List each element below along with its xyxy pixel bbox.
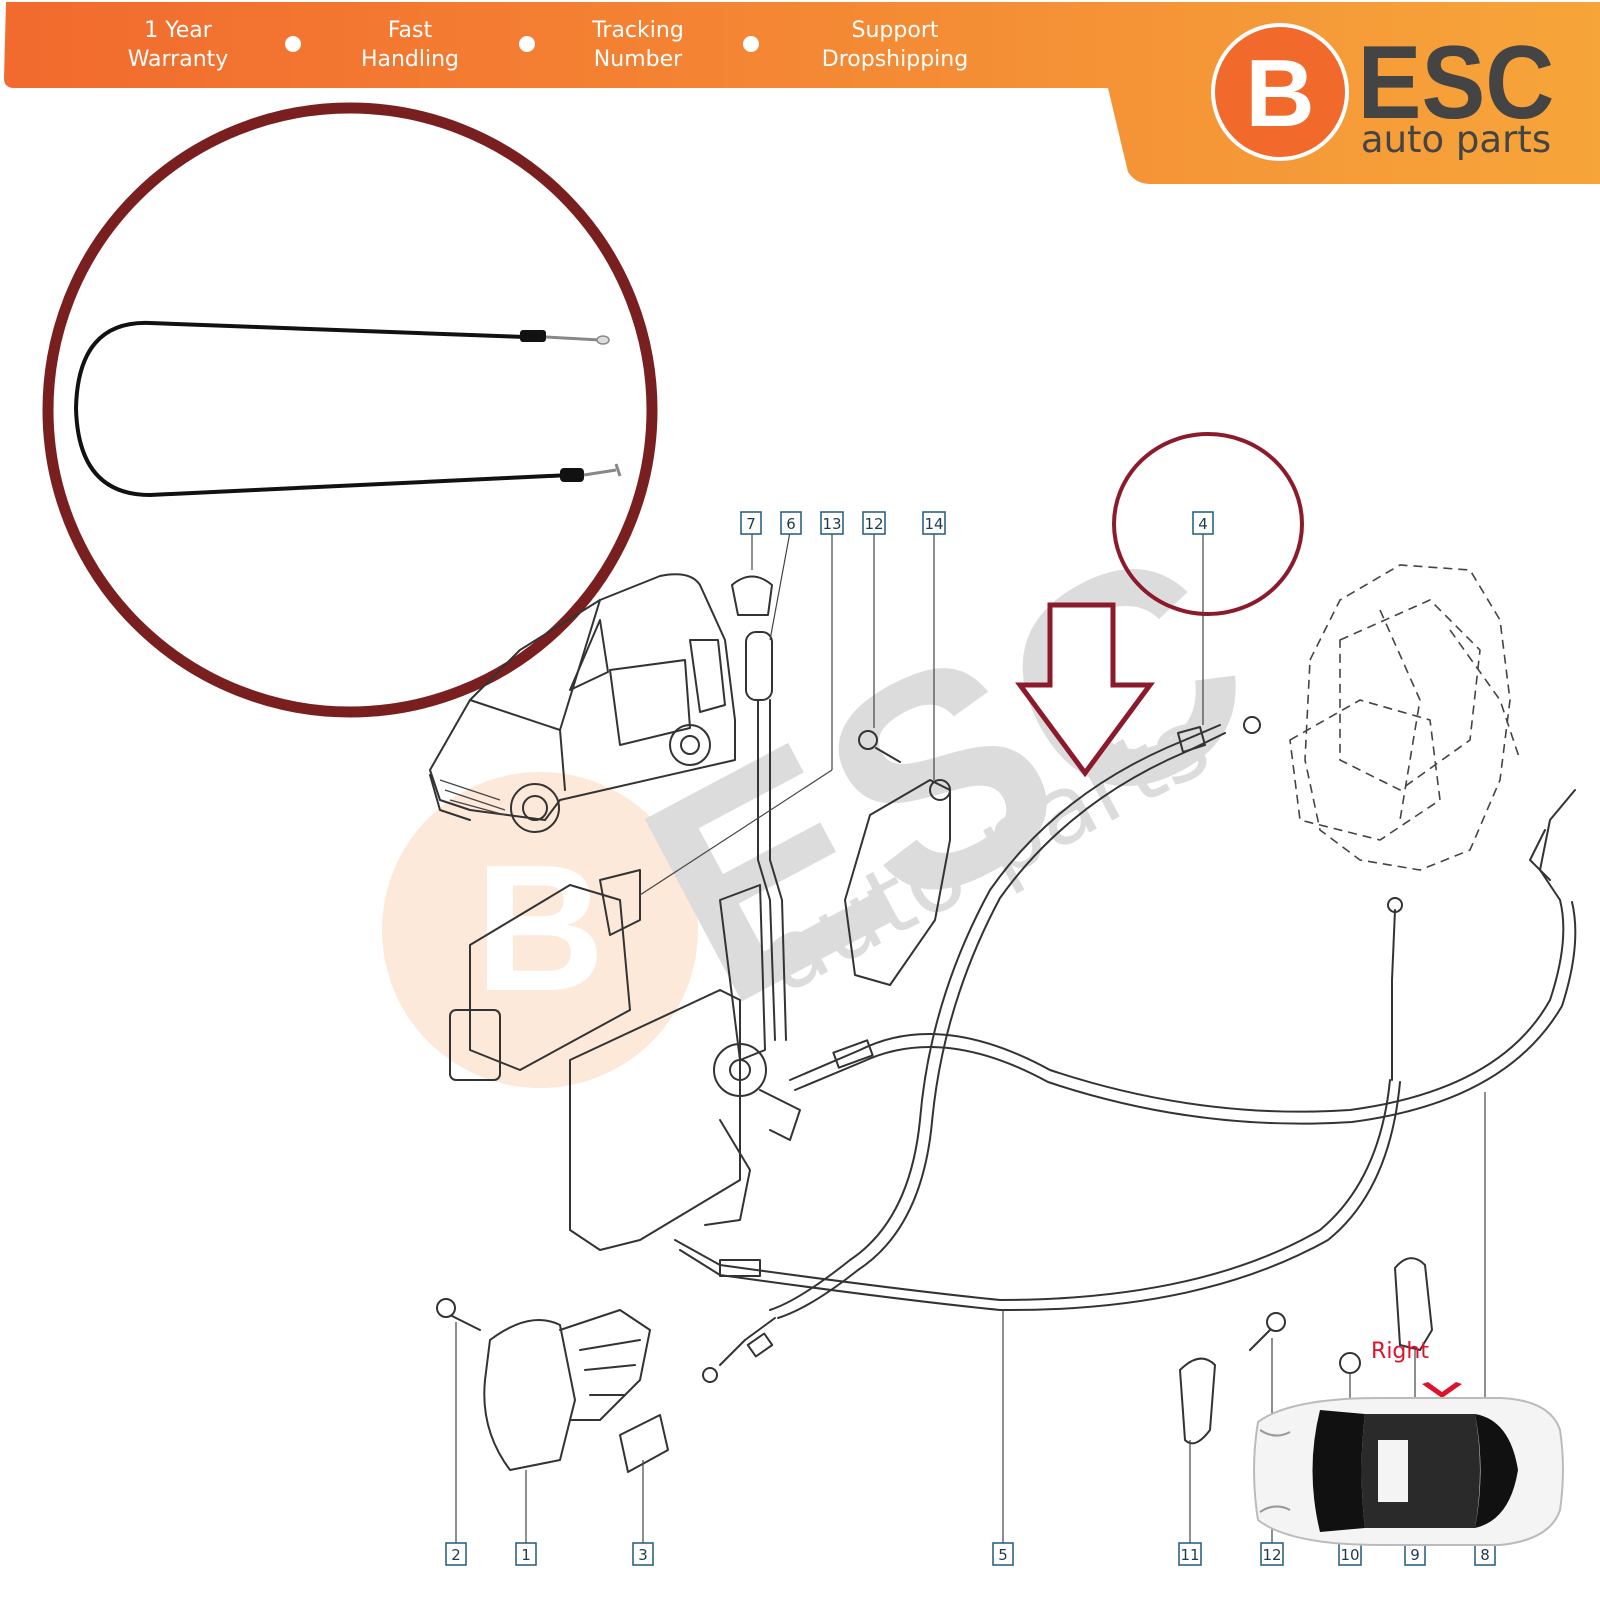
- callout-9-label: 9: [1410, 1546, 1420, 1564]
- callout-5: 5: [992, 1542, 1014, 1566]
- feature-handling-line1: Fast: [388, 18, 433, 43]
- logo-brand: ESC: [1358, 25, 1555, 141]
- callout-10-label: 10: [1340, 1546, 1359, 1564]
- callout-14-label: 14: [924, 515, 943, 533]
- callout-3: 3: [632, 1542, 654, 1566]
- logo-badge: [1211, 23, 1349, 161]
- van-illustration: [429, 573, 736, 833]
- inset-ring: [42, 102, 658, 718]
- banner-shape: [4, 2, 1600, 184]
- callout-13-label: 13: [822, 515, 841, 533]
- callouts-top: 7 6 13 12 14 4: [740, 511, 1214, 535]
- highlight-arrow: [1015, 602, 1155, 778]
- feature-tracking-line1: Tracking: [591, 18, 684, 43]
- callout-6-label: 6: [786, 515, 796, 533]
- callout-1: 1: [515, 1542, 537, 1566]
- feature-handling-line2: Handling: [361, 47, 459, 72]
- product-inset: [42, 102, 658, 718]
- callout-5-label: 5: [998, 1546, 1008, 1564]
- callout-3-label: 3: [638, 1546, 648, 1564]
- logo-tagline: auto parts: [1361, 118, 1551, 161]
- callout-4: 4: [1192, 511, 1214, 535]
- car-side-indicator: Right: [1253, 1339, 1564, 1546]
- callout-10: 10: [1338, 1542, 1362, 1566]
- bullet-dot: [285, 36, 301, 52]
- feature-dropshipping-line1: Support: [852, 18, 939, 43]
- feature-dropshipping-line2: Dropshipping: [822, 47, 968, 72]
- callout-11: 11: [1178, 1542, 1202, 1566]
- callout-9: 9: [1404, 1542, 1426, 1566]
- bullet-dot: [743, 36, 759, 52]
- callout-1-label: 1: [521, 1546, 531, 1564]
- callout-2-label: 2: [451, 1546, 461, 1564]
- callout-8-label: 8: [1480, 1546, 1490, 1564]
- feature-handling: Fast Handling: [361, 18, 459, 72]
- feature-tracking: Tracking Number: [591, 18, 684, 72]
- callout-4-label: 4: [1198, 515, 1208, 533]
- callout-2: 2: [445, 1542, 467, 1566]
- callout-12-bottom-label: 12: [1262, 1546, 1281, 1564]
- feature-warranty-line2: Warranty: [128, 47, 229, 72]
- callout-13: 13: [820, 511, 844, 535]
- callout-7: 7: [740, 511, 762, 535]
- side-label: Right: [1371, 1339, 1429, 1364]
- cable-product-image: [73, 320, 622, 498]
- callout-12-top: 12: [862, 511, 886, 535]
- callout-6: 6: [780, 511, 802, 535]
- brand-logo: B ESC auto parts: [1211, 23, 1555, 161]
- callout-14: 14: [922, 511, 946, 535]
- callout-11-label: 11: [1180, 1546, 1199, 1564]
- side-chevron-icon: [1422, 1382, 1462, 1398]
- door-mechanism-outline: [1289, 564, 1521, 871]
- logo-badge-letter: B: [1245, 40, 1314, 147]
- callout-8: 8: [1474, 1542, 1496, 1566]
- part-highlight: [1015, 432, 1304, 778]
- feature-warranty-line1: 1 Year: [144, 18, 213, 43]
- feature-warranty: 1 Year Warranty: [128, 18, 229, 72]
- callout-12-top-label: 12: [864, 515, 883, 533]
- top-banner: 1 Year Warranty Fast Handling Tracking N…: [4, 2, 1600, 184]
- callout-12-bottom: 12: [1260, 1542, 1284, 1566]
- feature-dropshipping: Support Dropshipping: [822, 18, 968, 72]
- callout-7-label: 7: [746, 515, 756, 533]
- car-top-view-icon: [1253, 1397, 1564, 1546]
- highlight-circle: [1112, 432, 1304, 616]
- bullet-dot: [519, 36, 535, 52]
- feature-tracking-line2: Number: [594, 47, 683, 72]
- watermark-badge-letter: B: [475, 828, 605, 1029]
- callouts-bottom: 2 1 3 5 11 12 10 9: [445, 1542, 1496, 1566]
